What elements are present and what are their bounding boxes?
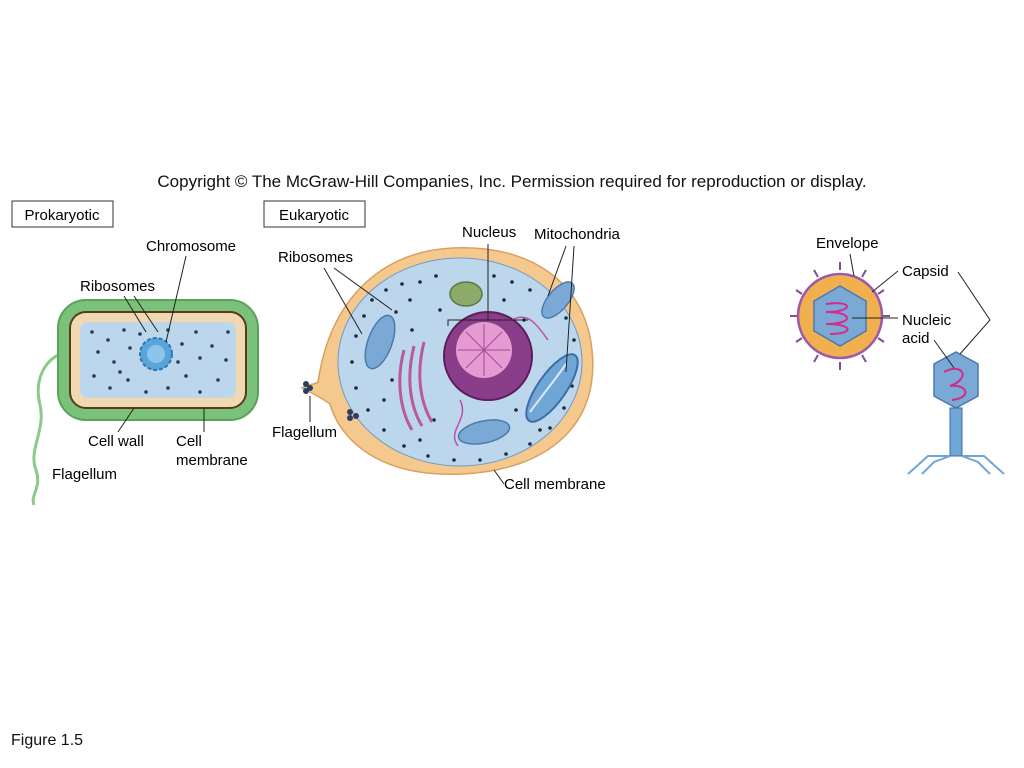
eukaryotic-er <box>398 341 434 431</box>
eukaryotic-mitochondria <box>525 353 579 423</box>
mitochondrion-crista <box>529 363 567 413</box>
nucleic-leader-2 <box>933 339 955 369</box>
prokaryotic-flagellum <box>31 350 67 506</box>
ribosomes-leader-2 <box>133 295 159 333</box>
prokaryotic-cell-membrane-label-1: Cell <box>176 433 202 450</box>
envelope-leader <box>849 253 855 277</box>
ribosomes-leader-1 <box>123 295 147 333</box>
prokaryotic-flagellum-label: Flagellum <box>52 466 117 483</box>
eukaryotic-ribosomes <box>350 274 578 462</box>
eukaryotic-organelle-left <box>364 314 396 370</box>
euk-ribosomes-leader-2 <box>333 267 393 311</box>
prokaryotic-ribosomes-label: Ribosomes <box>80 278 155 295</box>
eukaryotic-flagellum <box>303 381 359 421</box>
virus-nucleic-acid <box>825 302 849 335</box>
eukaryotic-flagellum-label: Flagellum <box>272 424 337 441</box>
eukaryotic-panel: Eukaryotic <box>263 200 621 493</box>
copyright-notice: Copyright © The McGraw-Hill Companies, I… <box>157 172 867 191</box>
virus-nucleic-label-1: Nucleic <box>902 312 952 329</box>
bacteriophage <box>907 351 1005 475</box>
virus-nucleic-label-2: acid <box>902 330 930 347</box>
prokaryotic-title: Prokaryotic <box>24 207 100 224</box>
prokaryotic-ribosomes <box>90 328 230 394</box>
capsid-leader-1 <box>871 270 899 293</box>
phage-tail-fibers <box>907 455 1005 475</box>
prokaryotic-cell-membrane-label-2: membrane <box>176 452 248 469</box>
eukaryotic-chromatin-thread <box>453 316 549 447</box>
envelope-spikes <box>790 262 890 370</box>
capsid-leader-2 <box>957 271 991 355</box>
nucleolus-rays <box>458 324 510 376</box>
virus-panel: Envelope Capsid Nucleic acid <box>790 235 1005 475</box>
enveloped-virus <box>790 262 890 370</box>
eukaryotic-ribosomes-label: Ribosomes <box>278 249 353 266</box>
euk-membrane-leader <box>493 469 505 485</box>
eukaryotic-cell-membrane-label: Cell membrane <box>504 476 606 493</box>
figure-label: Figure 1.5 <box>11 732 84 749</box>
eukaryotic-mitochondria-label: Mitochondria <box>534 226 621 243</box>
virus-capsid <box>813 285 867 347</box>
prokaryotic-chromosome-label: Chromosome <box>146 238 236 255</box>
cell-wall-leader <box>117 407 135 433</box>
prokaryotic-cell-wall-label: Cell wall <box>88 433 144 450</box>
mitochondrion <box>525 353 579 423</box>
eukaryotic-title: Eukaryotic <box>279 207 350 224</box>
prokaryotic-title-box <box>11 200 114 228</box>
chromosome-leader <box>165 255 187 343</box>
phage-tail <box>949 407 963 457</box>
mitochondria-leader-1 <box>547 245 567 297</box>
virus-envelope-label: Envelope <box>816 235 879 252</box>
virus-capsid-label: Capsid <box>902 263 949 280</box>
euk-ribosomes-leader-1 <box>323 267 363 335</box>
eukaryotic-title-box <box>263 200 366 228</box>
mitochondria-leader-2 <box>565 245 575 373</box>
nucleus-leader-bracket <box>447 244 489 326</box>
eukaryotic-vesicle <box>449 281 483 307</box>
prokaryotic-chromosome-core <box>147 345 165 363</box>
phage-nucleic-acid <box>943 367 967 401</box>
eukaryotic-nucleus-label: Nucleus <box>462 224 516 241</box>
prokaryotic-panel: Prokaryotic Chromosome Ribosomes Cell wa… <box>11 200 259 506</box>
eukaryotic-organelle-bottom <box>457 419 511 445</box>
